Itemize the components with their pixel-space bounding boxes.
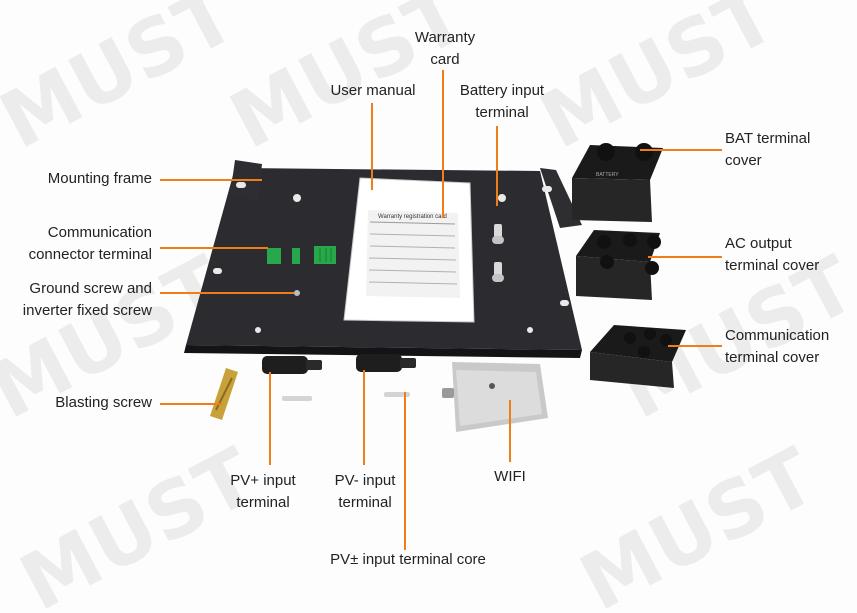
ac-output-terminal-cover	[576, 230, 661, 300]
watermark: MUST	[567, 432, 830, 613]
communication-terminal-cover	[590, 325, 686, 388]
warranty-card-title: Warranty registration card	[378, 214, 447, 220]
svg-text:BATTERY: BATTERY	[596, 172, 619, 178]
battery-input-terminal	[492, 224, 504, 282]
label-wifi: WIFI	[494, 468, 526, 485]
label-pv-terminal-core: PV± input terminal core	[330, 551, 486, 568]
label-blasting-screw: Blasting screw	[55, 394, 152, 411]
bat-terminal-cover: BATTERY	[572, 143, 663, 222]
watermark: MUST	[7, 432, 270, 613]
wifi-module	[442, 362, 548, 432]
pv-minus-terminal	[356, 354, 416, 397]
user-manual: Warranty registration card	[343, 177, 475, 323]
blasting-screw	[210, 368, 238, 420]
label-mounting-frame: Mounting frame	[47, 170, 152, 187]
pv-plus-terminal	[262, 356, 322, 401]
leader-lines	[160, 70, 722, 550]
watermark: MUST	[0, 0, 250, 167]
label-user-manual: User manual	[330, 82, 416, 99]
communication-connector	[267, 246, 336, 264]
